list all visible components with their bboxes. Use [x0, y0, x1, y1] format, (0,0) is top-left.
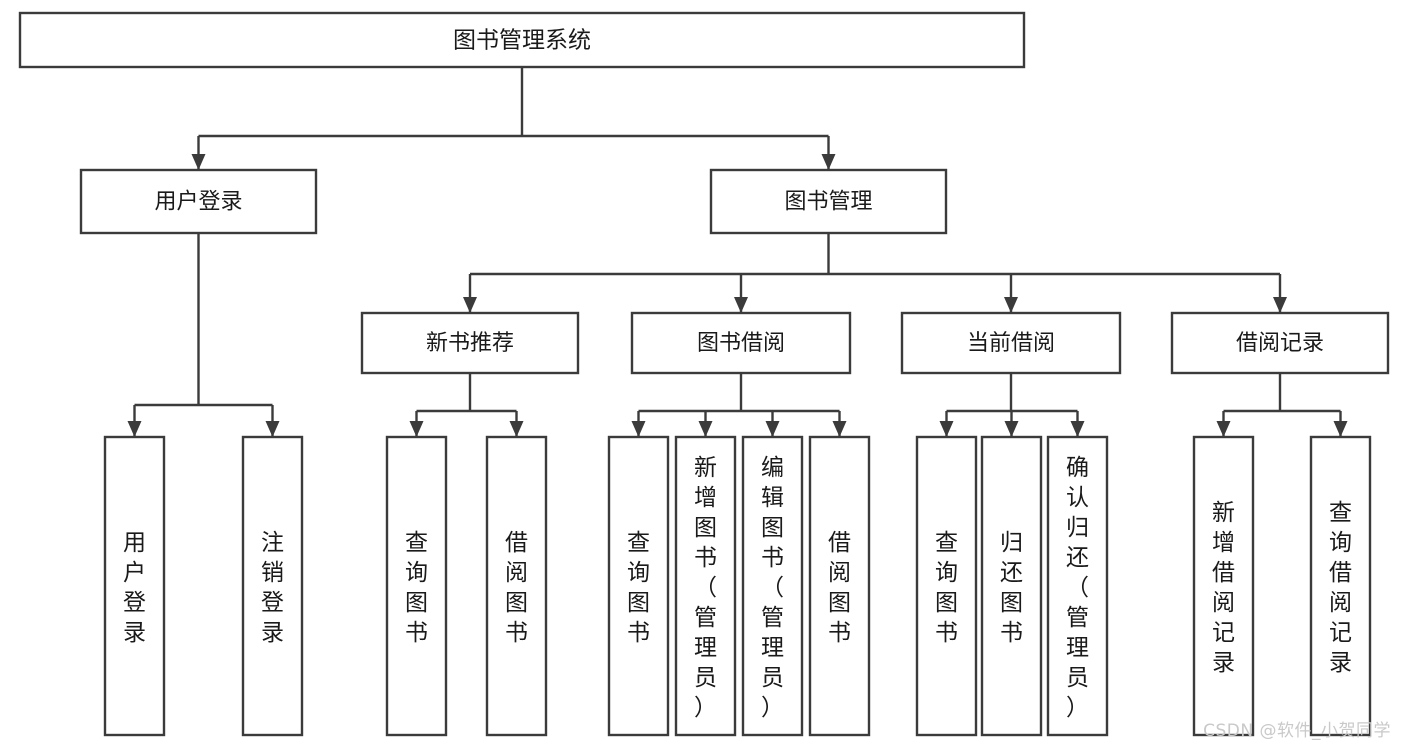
leaf-node-box[interactable]: [1192, 435, 1255, 737]
leaf-node[interactable]: 确认归还（管理员）: [1046, 435, 1109, 737]
arrow-head-icon: [265, 421, 280, 437]
leaf-node-box[interactable]: [741, 435, 804, 737]
level3-node-label: 图书借阅: [697, 331, 785, 356]
arrow-head-icon: [1004, 421, 1019, 437]
leaf-node[interactable]: 借阅图书: [485, 435, 548, 737]
arrow-head-icon: [734, 297, 748, 313]
leaf-node-box[interactable]: [808, 435, 871, 737]
leaf-node-box[interactable]: [241, 435, 304, 737]
leaf-node[interactable]: 归还图书: [980, 435, 1043, 737]
leaf-node[interactable]: 注销登录: [241, 435, 304, 737]
leaf-node[interactable]: 新增借阅记录: [1192, 435, 1255, 737]
root-node-box[interactable]: [18, 11, 1026, 69]
arrow-head-icon: [765, 421, 780, 437]
leaf-node[interactable]: 新增图书（管理员）: [674, 435, 737, 737]
leaf-node-label: 查询借阅记录: [1329, 500, 1352, 676]
leaf-node-box[interactable]: [385, 435, 448, 737]
arrow-head-icon: [1070, 421, 1085, 437]
leaf-node-box[interactable]: [980, 435, 1043, 737]
leaf-node[interactable]: 查询借阅记录: [1309, 435, 1372, 737]
level3-node-box[interactable]: [630, 311, 852, 375]
level2-node[interactable]: 图书管理: [709, 168, 948, 235]
leaf-node-label: 归还图书: [1000, 530, 1023, 646]
level2-node[interactable]: 用户登录: [79, 168, 318, 235]
leaf-node-box[interactable]: [1046, 435, 1109, 737]
leaf-node-label: 确认归还（管理员）: [1066, 455, 1089, 721]
arrow-head-icon: [832, 421, 847, 437]
leaf-node-label: 注销登录: [261, 530, 284, 646]
level3-node[interactable]: 当前借阅: [900, 311, 1122, 375]
arrow-head-icon: [127, 421, 142, 437]
root-node-label: 图书管理系统: [453, 28, 591, 54]
arrow-head-icon: [631, 421, 646, 437]
leaf-node-box[interactable]: [1309, 435, 1372, 737]
leaf-node-label: 用户登录: [123, 530, 146, 646]
leaf-node[interactable]: 编辑图书（管理员）: [741, 435, 804, 737]
leaf-node-label: 借阅图书: [505, 530, 528, 646]
level3-node-box[interactable]: [900, 311, 1122, 375]
leaf-node-box[interactable]: [607, 435, 670, 737]
arrow-head-icon: [1333, 421, 1348, 437]
level3-node-label: 新书推荐: [426, 331, 514, 356]
arrow-head-icon: [463, 297, 477, 313]
level2-node-label: 用户登录: [154, 190, 242, 215]
root-node[interactable]: 图书管理系统: [18, 11, 1026, 69]
leaf-node-label: 查询图书: [405, 530, 428, 646]
leaf-node-box[interactable]: [485, 435, 548, 737]
leaf-node-label: 新增借阅记录: [1212, 500, 1235, 676]
level3-node[interactable]: 图书借阅: [630, 311, 852, 375]
arrow-head-icon: [698, 421, 713, 437]
leaf-node[interactable]: 借阅图书: [808, 435, 871, 737]
leaf-node-label: 查询图书: [935, 530, 958, 646]
arrow-head-icon: [509, 421, 524, 437]
level3-node-label: 当前借阅: [967, 331, 1055, 356]
arrow-head-icon: [191, 154, 206, 170]
level3-node-box[interactable]: [360, 311, 580, 375]
level3-node[interactable]: 新书推荐: [360, 311, 580, 375]
level3-node-label: 借阅记录: [1236, 331, 1324, 356]
leaf-node[interactable]: 用户登录: [103, 435, 166, 737]
leaf-node[interactable]: 查询图书: [385, 435, 448, 737]
arrow-head-icon: [409, 421, 424, 437]
leaf-node[interactable]: 查询图书: [607, 435, 670, 737]
leaf-node-label: 编辑图书（管理员）: [761, 455, 784, 721]
arrow-head-icon: [1273, 297, 1287, 313]
leaf-node-label: 查询图书: [627, 530, 650, 646]
leaf-node-box[interactable]: [674, 435, 737, 737]
level3-node[interactable]: 借阅记录: [1170, 311, 1390, 375]
leaf-node-box[interactable]: [915, 435, 978, 737]
leaf-node-box[interactable]: [103, 435, 166, 737]
level2-node-box[interactable]: [79, 168, 318, 235]
connector-layer: [127, 67, 1348, 437]
level3-node-box[interactable]: [1170, 311, 1390, 375]
arrow-head-icon: [939, 421, 954, 437]
node-layer: 图书管理系统用户登录图书管理新书推荐图书借阅当前借阅借阅记录用户登录注销登录查询…: [18, 11, 1390, 737]
leaf-node[interactable]: 查询图书: [915, 435, 978, 737]
arrow-head-icon: [1004, 297, 1018, 313]
leaf-node-label: 借阅图书: [828, 530, 851, 646]
leaf-node-label: 新增图书（管理员）: [694, 455, 717, 721]
arrow-head-icon: [1216, 421, 1231, 437]
level2-node-box[interactable]: [709, 168, 948, 235]
arrow-head-icon: [821, 154, 836, 170]
level2-node-label: 图书管理: [784, 190, 872, 215]
